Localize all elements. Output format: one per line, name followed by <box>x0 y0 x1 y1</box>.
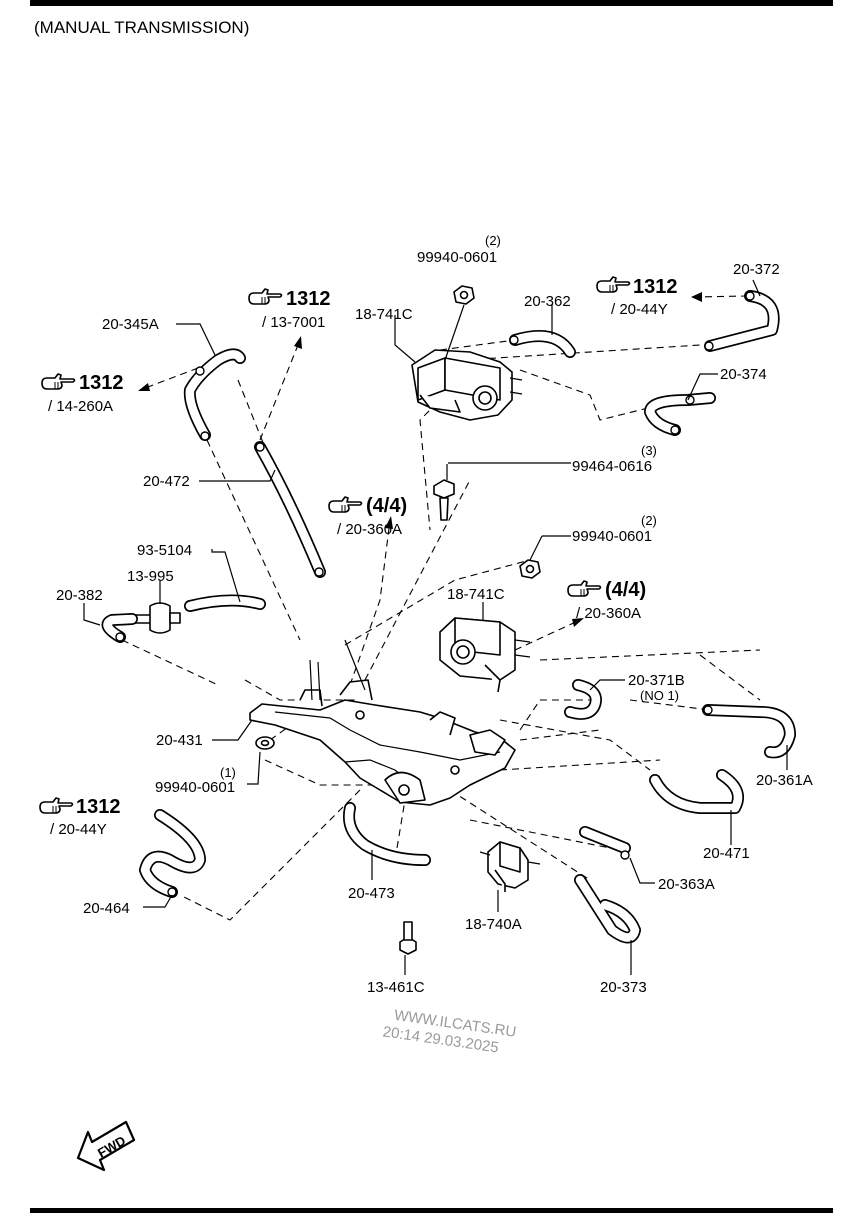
label-20-464: 20-464 <box>83 900 130 917</box>
label-93-5104: 93-5104 <box>137 542 192 559</box>
pointing-hand-icon <box>248 288 283 305</box>
pointing-hand-icon <box>596 276 631 293</box>
solenoid-valve-low <box>479 841 541 892</box>
svg-text:(4/4): (4/4) <box>366 495 407 517</box>
bolt-mid <box>433 479 455 521</box>
solenoid-valve-top <box>411 349 523 421</box>
label-20-361a: 20-361A <box>756 772 813 789</box>
label-18-740a: 18-740A <box>465 916 522 933</box>
pointing-hand-icon <box>39 797 74 814</box>
label-20-372: 20-372 <box>733 261 780 278</box>
pointing-hand-icon <box>328 496 363 513</box>
label-20-363a: 20-363A <box>658 876 715 893</box>
label-99940-top: 99940-0601 <box>417 249 497 266</box>
page-title: (MANUAL TRANSMISSION) <box>34 18 249 37</box>
label-20-371b: 20-371B <box>628 672 685 689</box>
label-20-345a: 20-345A <box>102 316 159 333</box>
label-13-995: 13-995 <box>127 568 174 585</box>
reference-callout-r3: 1312 / 14-260A <box>41 372 124 415</box>
top-rule <box>30 0 833 6</box>
label-13-461c: 13-461C <box>367 979 425 996</box>
label-20-472: 20-472 <box>143 473 190 490</box>
svg-text:/ 20-44Y: / 20-44Y <box>50 821 107 838</box>
bottom-rule <box>30 1208 833 1213</box>
label-20-374: 20-374 <box>720 366 767 383</box>
label-20-373: 20-373 <box>600 979 647 996</box>
label-99464: 99464-0616 <box>572 458 652 475</box>
svg-text:/ 13-7001: / 13-7001 <box>262 314 325 331</box>
bolt-low <box>399 921 417 955</box>
qty-99940-mid: (2) <box>641 513 657 528</box>
reference-arrows <box>138 292 749 686</box>
svg-text:/ 20-360A: / 20-360A <box>337 521 402 538</box>
check-valve <box>132 602 181 634</box>
qty-99940-top: (2) <box>485 233 501 248</box>
leader-lines <box>83 279 788 975</box>
svg-text:1312: 1312 <box>76 796 121 818</box>
label-99940-mid: 99940-0601 <box>572 528 652 545</box>
svg-text:1312: 1312 <box>286 288 331 310</box>
qty-99464: (3) <box>641 443 657 458</box>
note-20-371b: (NO 1) <box>640 688 679 703</box>
svg-text:/ 14-260A: / 14-260A <box>48 398 113 415</box>
label-20-382: 20-382 <box>56 587 103 604</box>
bracket <box>249 639 516 806</box>
label-99940-low: 99940-0601 <box>155 779 235 796</box>
fwd-arrow-icon: FWD <box>76 1120 136 1172</box>
label-20-473: 20-473 <box>348 885 395 902</box>
label-20-362: 20-362 <box>524 293 571 310</box>
reference-callout-r5: (4/4) / 20-360A <box>567 579 646 622</box>
reference-callout-r6: 1312 / 20-44Y <box>39 796 121 838</box>
nut-top <box>444 285 475 361</box>
nut-mid <box>519 559 541 579</box>
svg-text:1312: 1312 <box>79 372 124 394</box>
reference-callout-r1: 1312 / 20-44Y <box>596 276 678 318</box>
svg-text:1312: 1312 <box>633 276 678 298</box>
solenoid-valve-mid <box>439 617 531 693</box>
svg-text:(4/4): (4/4) <box>605 579 646 601</box>
label-18-741c-top: 18-741C <box>355 306 413 323</box>
part-labels: 20-372 20-362 18-741C (2) 99940-0601 20-… <box>56 233 813 996</box>
watermark: WWW.ILCATS.RU 20:14 29.03.2025 <box>382 1007 518 1057</box>
label-20-431: 20-431 <box>156 732 203 749</box>
connection-lines <box>121 339 761 921</box>
qty-99940-low: (1) <box>220 765 236 780</box>
hoses <box>101 290 796 944</box>
svg-text:/ 20-44Y: / 20-44Y <box>611 301 668 318</box>
pointing-hand-icon <box>567 580 602 597</box>
washer-low <box>255 736 275 750</box>
pointing-hand-icon <box>41 373 76 390</box>
label-18-741c-mid: 18-741C <box>447 586 505 603</box>
label-20-471: 20-471 <box>703 845 750 862</box>
svg-text:/ 20-360A: / 20-360A <box>576 605 641 622</box>
reference-callout-r4: (4/4) / 20-360A <box>328 495 407 538</box>
reference-callout-r2: 1312 / 13-7001 <box>248 288 331 331</box>
